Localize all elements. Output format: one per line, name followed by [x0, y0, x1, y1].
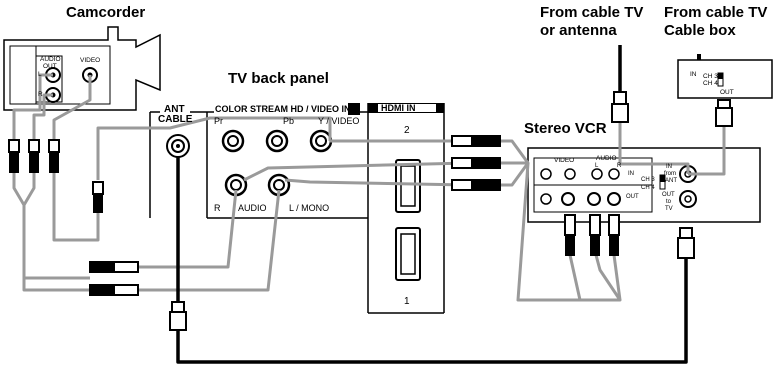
vcr-in-label: IN	[628, 171, 634, 177]
rca-plugs-horizontal-right	[451, 135, 501, 191]
tv-audio-label: AUDIO	[238, 203, 267, 213]
tv-hdmi-in-label: HDMI IN	[381, 103, 416, 113]
tv-back-panel-title: TV back panel	[228, 70, 329, 87]
camcorder-audio-out-label-1: AUDIO	[40, 56, 61, 63]
rca-plugs-vcr-bottom	[564, 214, 620, 256]
camcorder-r-label: R	[38, 91, 43, 98]
vcr-ch4-label: CH 4	[641, 185, 655, 191]
tv-pb-label: Pb	[283, 116, 295, 126]
tv-hdmi-port-2	[395, 159, 421, 213]
camcorder-video-label: VIDEO	[80, 57, 101, 64]
vcr-audio-label: AUDIO	[596, 155, 617, 162]
vcr-out-to-label-2: to	[666, 199, 672, 205]
cable-box-device	[677, 54, 773, 99]
tv-hdmi-2-label: 2	[404, 125, 410, 136]
camcorder-title: Camcorder	[66, 4, 146, 21]
rca-plugs-left	[8, 139, 104, 213]
vcr-in-from-label-3: ANT	[665, 178, 677, 184]
from-cable-box-title-1: From cable TV	[664, 4, 768, 21]
tv-colorstream-label: COLOR STREAM HD / VIDEO IN	[215, 104, 351, 114]
from-cable-antenna-title-1: From cable TV	[540, 4, 644, 21]
av-cables	[12, 73, 726, 302]
vcr-in-from-label-2: from	[664, 171, 676, 177]
tv-r-label: R	[214, 203, 221, 213]
vcr-audio-l-label: L	[595, 163, 599, 169]
tv-jack-pr	[221, 129, 245, 153]
vcr-out-to-label-3: TV	[665, 206, 673, 212]
camcorder-audio-out-label-2: OUT	[43, 63, 57, 70]
tv-ant-jack	[166, 134, 190, 158]
vcr-ch3-label: CH 3	[641, 177, 655, 183]
vcr-out-to-label-1: OUT	[662, 192, 675, 198]
tv-jack-y-video	[309, 129, 333, 153]
cable-box-in-label: IN	[690, 71, 697, 78]
from-cable-box-title-2: Cable box	[664, 22, 736, 39]
camcorder-l-label: L	[38, 71, 42, 78]
stereo-vcr-title: Stereo VCR	[524, 120, 607, 137]
from-cable-antenna-title-2: or antenna	[540, 22, 617, 39]
vcr-in-from-label-1: IN	[666, 164, 672, 170]
camcorder-device	[3, 26, 161, 111]
tv-ant-label: ANT	[164, 104, 185, 115]
tv-l-mono-label: L / MONO	[289, 203, 330, 213]
cable-box-ch3-label: CH 3	[703, 73, 718, 80]
coax-plugs	[169, 91, 733, 331]
tv-jack-audio-l	[267, 173, 291, 197]
rca-plugs-horizontal-left	[89, 261, 139, 296]
cable-box-ch4-label: CH 4	[703, 80, 718, 87]
vcr-video-label: VIDEO	[554, 157, 575, 164]
tv-hdmi-1-label: 1	[404, 296, 410, 307]
tv-hdmi-port-1	[395, 227, 421, 281]
tv-cable-label: CABLE	[158, 114, 193, 125]
cable-box-out-label: OUT	[720, 89, 734, 96]
tv-pr-label: Pr	[214, 116, 223, 126]
vcr-out-label: OUT	[626, 194, 639, 200]
tv-y-video-label: Y / VIDEO	[318, 116, 360, 126]
vcr-audio-r-label: R	[617, 163, 622, 169]
tv-jack-pb	[265, 129, 289, 153]
vcr-device	[527, 147, 761, 223]
